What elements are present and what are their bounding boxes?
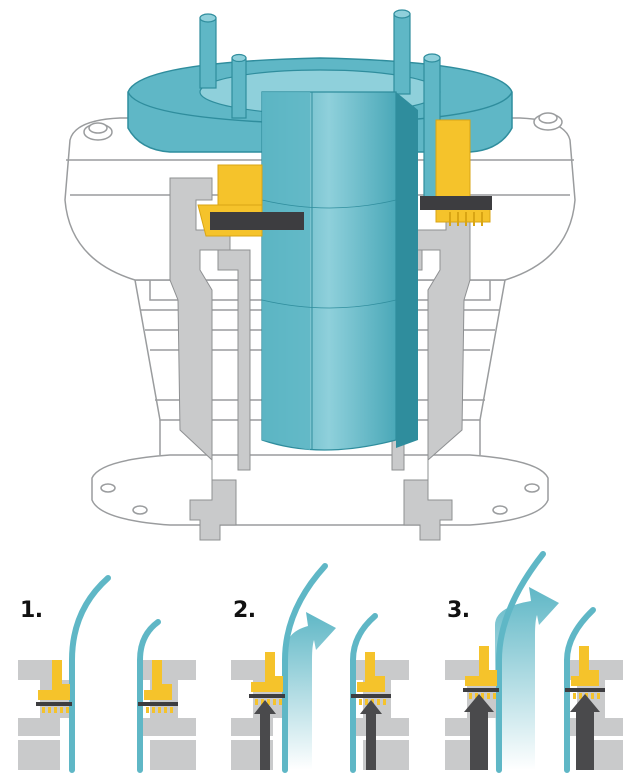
seal-bar-right	[351, 694, 391, 698]
seal-tooth-right	[579, 693, 582, 699]
pipe-wall-left	[282, 563, 328, 773]
seal-tooth-left	[261, 699, 264, 705]
pipe-wall-right	[350, 613, 378, 773]
seal-tooth-right	[573, 693, 576, 699]
step-label-2: 2.	[233, 598, 256, 623]
pipe-wall-left	[496, 551, 546, 773]
seal-right	[138, 660, 178, 713]
seal-holder-right	[420, 119, 492, 226]
teal-pipe	[261, 91, 418, 451]
step-label-1: 1.	[20, 598, 43, 623]
seal-bar-left	[463, 688, 499, 692]
flow-arrow	[495, 587, 559, 770]
seal-tooth-left	[255, 699, 258, 705]
seal-tooth-right	[591, 693, 594, 699]
seal-tooth-left	[48, 707, 51, 713]
seal-tooth-right	[597, 693, 600, 699]
seal-holder-right	[144, 660, 172, 700]
pressure-arrow-left	[254, 700, 276, 770]
seal-holder-left	[465, 646, 497, 686]
pressure-arrow-right	[360, 700, 382, 770]
seal-tooth-left	[54, 707, 57, 713]
seal-bar-left	[249, 694, 285, 698]
step-2	[231, 563, 409, 773]
seal-tooth-left	[487, 693, 490, 699]
seal-left	[36, 660, 72, 713]
step-diagrams	[18, 551, 623, 773]
seal-tooth-right	[365, 699, 368, 705]
seal-bar-right	[565, 688, 605, 692]
step-1	[18, 575, 196, 773]
pressure-arrow-left	[464, 694, 494, 770]
seal-tooth-left	[493, 693, 496, 699]
seal-tooth-left	[267, 699, 270, 705]
pipe-wall-right	[137, 619, 161, 773]
seal-tooth-left	[60, 707, 63, 713]
seal-tooth-right	[377, 699, 380, 705]
seal-tooth-left	[273, 699, 276, 705]
seal-tooth-right	[146, 707, 149, 713]
seal-tooth-right	[152, 707, 155, 713]
seal-holder-left	[251, 652, 283, 692]
seal-tooth-left	[481, 693, 484, 699]
step-label-3: 3.	[447, 598, 470, 623]
pipe-wall-left	[69, 575, 111, 773]
pressure-arrow-right	[570, 694, 600, 770]
seal-holder-left	[197, 164, 304, 237]
seal-tooth-right	[359, 699, 362, 705]
seal-tooth-right	[158, 707, 161, 713]
seal-left	[463, 646, 499, 699]
left-housing-base	[18, 740, 60, 770]
flow-arrow	[286, 612, 336, 770]
seal-tooth-left	[475, 693, 478, 699]
valve-cutaway	[64, 9, 576, 541]
seal-bar-right	[138, 702, 178, 706]
housing-section-left	[169, 177, 251, 541]
seal-tooth-left	[279, 699, 282, 705]
seal-tooth-right	[164, 707, 167, 713]
seal-holder-right	[357, 652, 385, 692]
seal-tooth-left	[42, 707, 45, 713]
seal-tooth-left	[469, 693, 472, 699]
step-3	[445, 551, 623, 773]
seal-left	[249, 652, 285, 705]
seal-tooth-right	[383, 699, 386, 705]
seal-tooth-right	[170, 707, 173, 713]
seal-tooth-left	[66, 707, 69, 713]
right-housing-base	[150, 740, 196, 770]
seal-holder-right	[571, 646, 599, 686]
seal-bar-left	[36, 702, 72, 706]
pipe-wall-right	[564, 607, 596, 773]
seal-holder-left	[38, 660, 70, 700]
